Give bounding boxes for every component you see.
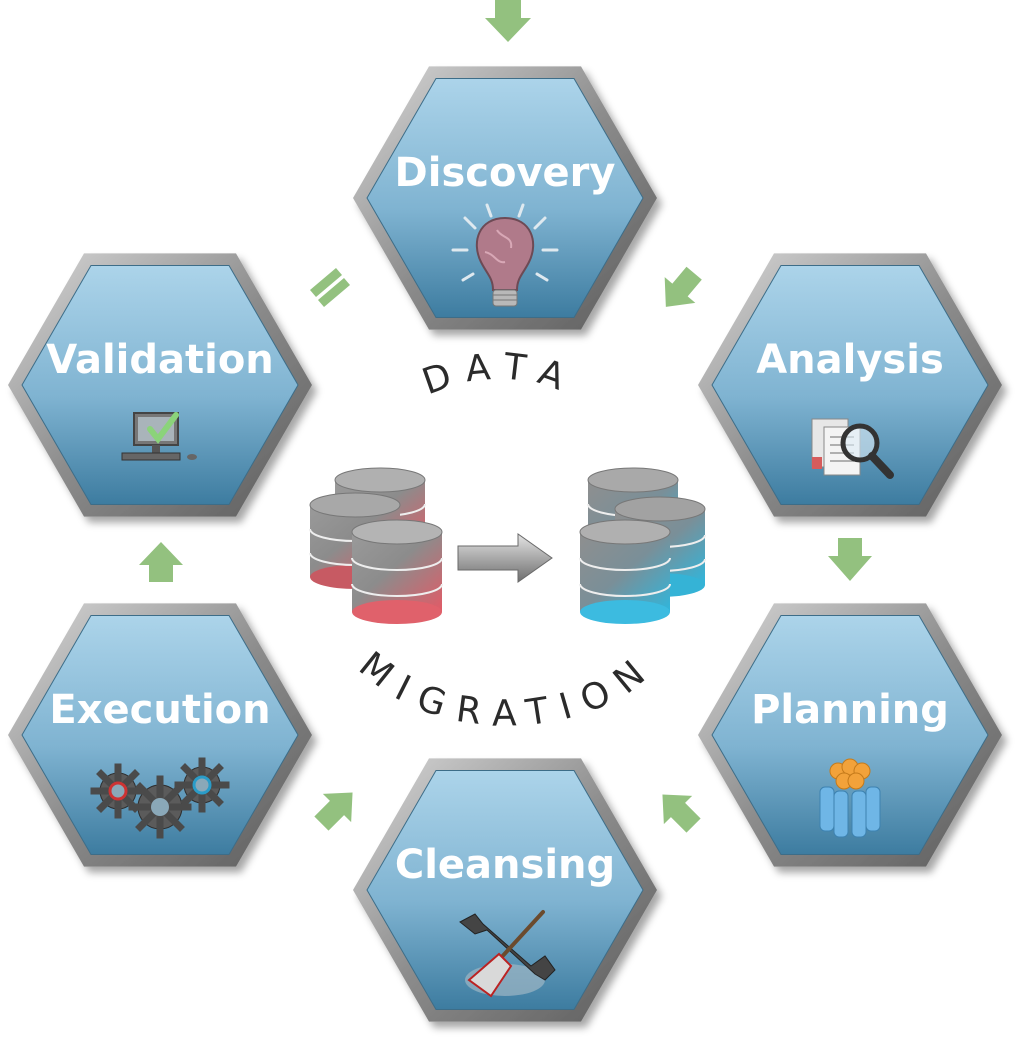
- hexagon-body: [21, 265, 299, 505]
- stage-validation: Validation: [8, 253, 312, 517]
- hexagon-body: [711, 265, 989, 505]
- ring-word-top: DATA: [417, 346, 583, 403]
- flow-arrows: [139, 0, 872, 833]
- stage-label: Cleansing: [395, 842, 615, 888]
- hexagon-body: [21, 615, 299, 855]
- stage-label: Execution: [49, 687, 270, 733]
- database-red-icon: [309, 467, 443, 624]
- right-arrow-icon: [457, 533, 553, 583]
- lightbulb-icon: [451, 203, 559, 307]
- hexagon-body: [366, 770, 644, 1010]
- hexagon-body: [366, 78, 644, 318]
- arrow-discovery-to-analysis: [664, 266, 702, 307]
- database-blue-icon: [579, 467, 706, 624]
- arrow-into-discovery: [485, 0, 531, 42]
- broom-wrench-icon: [459, 910, 556, 998]
- stage-discovery: Discovery: [353, 66, 657, 330]
- gears-icon: [90, 757, 230, 839]
- ring-word-bottom: MIGRATION: [351, 644, 663, 734]
- stage-cleansing: Cleansing: [353, 758, 657, 1022]
- stage-planning: Planning: [698, 603, 1002, 867]
- arrow-execution-to-validation: [139, 542, 183, 582]
- team-people-icon: [819, 758, 881, 838]
- stage-analysis: Analysis: [698, 253, 1002, 517]
- stage-label: Analysis: [756, 337, 944, 383]
- stage-execution: Execution: [8, 603, 312, 867]
- computer-check-icon: [121, 412, 197, 461]
- hexagon-body: [711, 615, 989, 855]
- arrow-analysis-to-planning: [828, 538, 872, 581]
- stage-label: Validation: [46, 337, 274, 383]
- arrow-planning-to-cleansing: [662, 794, 701, 833]
- arrow-cleansing-to-execution: [314, 792, 353, 831]
- magnifier-document-icon: [811, 418, 894, 479]
- stage-label: Discovery: [395, 150, 616, 196]
- arrow-validation-to-discovery: [310, 268, 350, 307]
- stage-label: Planning: [751, 687, 949, 733]
